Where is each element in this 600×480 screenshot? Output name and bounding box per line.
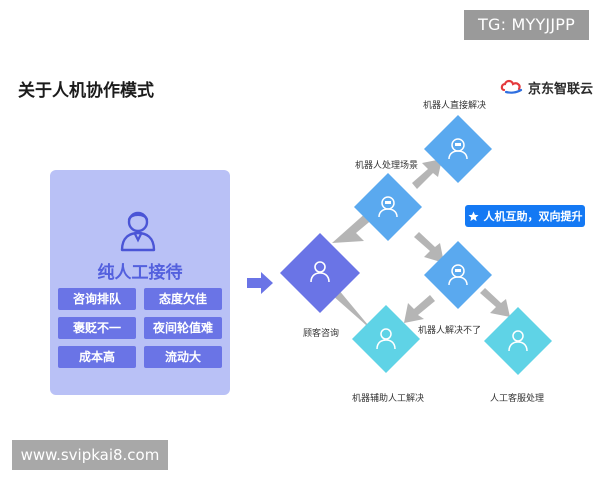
label-assist: 机器辅助人工解决 bbox=[352, 394, 425, 404]
tag-high-cost: 成本高 bbox=[58, 346, 136, 368]
tag-bad-attitude: 态度欠佳 bbox=[144, 288, 222, 310]
label-customer: 顾客咨询 bbox=[303, 329, 340, 339]
connector-robot-unsolved bbox=[414, 232, 444, 263]
tag-night-shift: 夜间轮值难 bbox=[144, 317, 222, 339]
connector-robot-direct bbox=[412, 159, 442, 189]
customer-person-icon bbox=[310, 261, 330, 283]
cloud-logo-icon bbox=[500, 79, 523, 94]
customer-node bbox=[280, 233, 360, 313]
tag-consult-queue: 咨询排队 bbox=[58, 288, 136, 310]
label-human-service: 人工客服处理 bbox=[490, 394, 545, 404]
robot-icon-2 bbox=[448, 138, 468, 160]
brand-logo: 京东智联云 bbox=[500, 76, 593, 98]
assist-node bbox=[352, 305, 420, 373]
flow-diagram bbox=[280, 115, 552, 375]
label-robot-direct: 机器人直接解决 bbox=[423, 101, 487, 111]
robot-unsolved-node bbox=[424, 241, 492, 309]
mutual-help-chip: 人机互助，双向提升 bbox=[465, 205, 585, 227]
panel-title: 纯人工接待 bbox=[97, 263, 183, 283]
robot-icon-1 bbox=[378, 196, 398, 218]
label-robot-unsolved: 机器人解决不了 bbox=[418, 326, 482, 336]
connector-unsolved-human bbox=[480, 288, 510, 317]
star-icon bbox=[467, 210, 479, 221]
robot-icon-3 bbox=[448, 264, 468, 286]
tag-mixed-reviews: 褒贬不一 bbox=[58, 317, 136, 339]
agent-icon-2 bbox=[508, 330, 528, 352]
connectors bbox=[332, 159, 510, 339]
label-robot-handle: 机器人处理场景 bbox=[355, 161, 419, 171]
page-title: 关于人机协作模式 bbox=[18, 81, 154, 101]
robot-direct-node bbox=[424, 115, 492, 183]
robot-handle-node bbox=[354, 173, 422, 241]
chip-text: 人机互助，双向提升 bbox=[483, 210, 583, 223]
connector-customer-robot bbox=[332, 211, 374, 243]
customer-service-person-icon bbox=[120, 211, 156, 252]
watermark: www.svipkai8.com bbox=[12, 440, 168, 470]
right-arrow-icon bbox=[247, 272, 273, 294]
connector-unsolved-assist bbox=[404, 295, 435, 323]
agent-icon-1 bbox=[376, 328, 396, 350]
human-service-node bbox=[484, 307, 552, 375]
tg-badge: TG: MYYJJPP bbox=[464, 10, 589, 40]
brand-name: 京东智联云 bbox=[528, 81, 594, 97]
tag-high-turnover: 流动大 bbox=[144, 346, 222, 368]
